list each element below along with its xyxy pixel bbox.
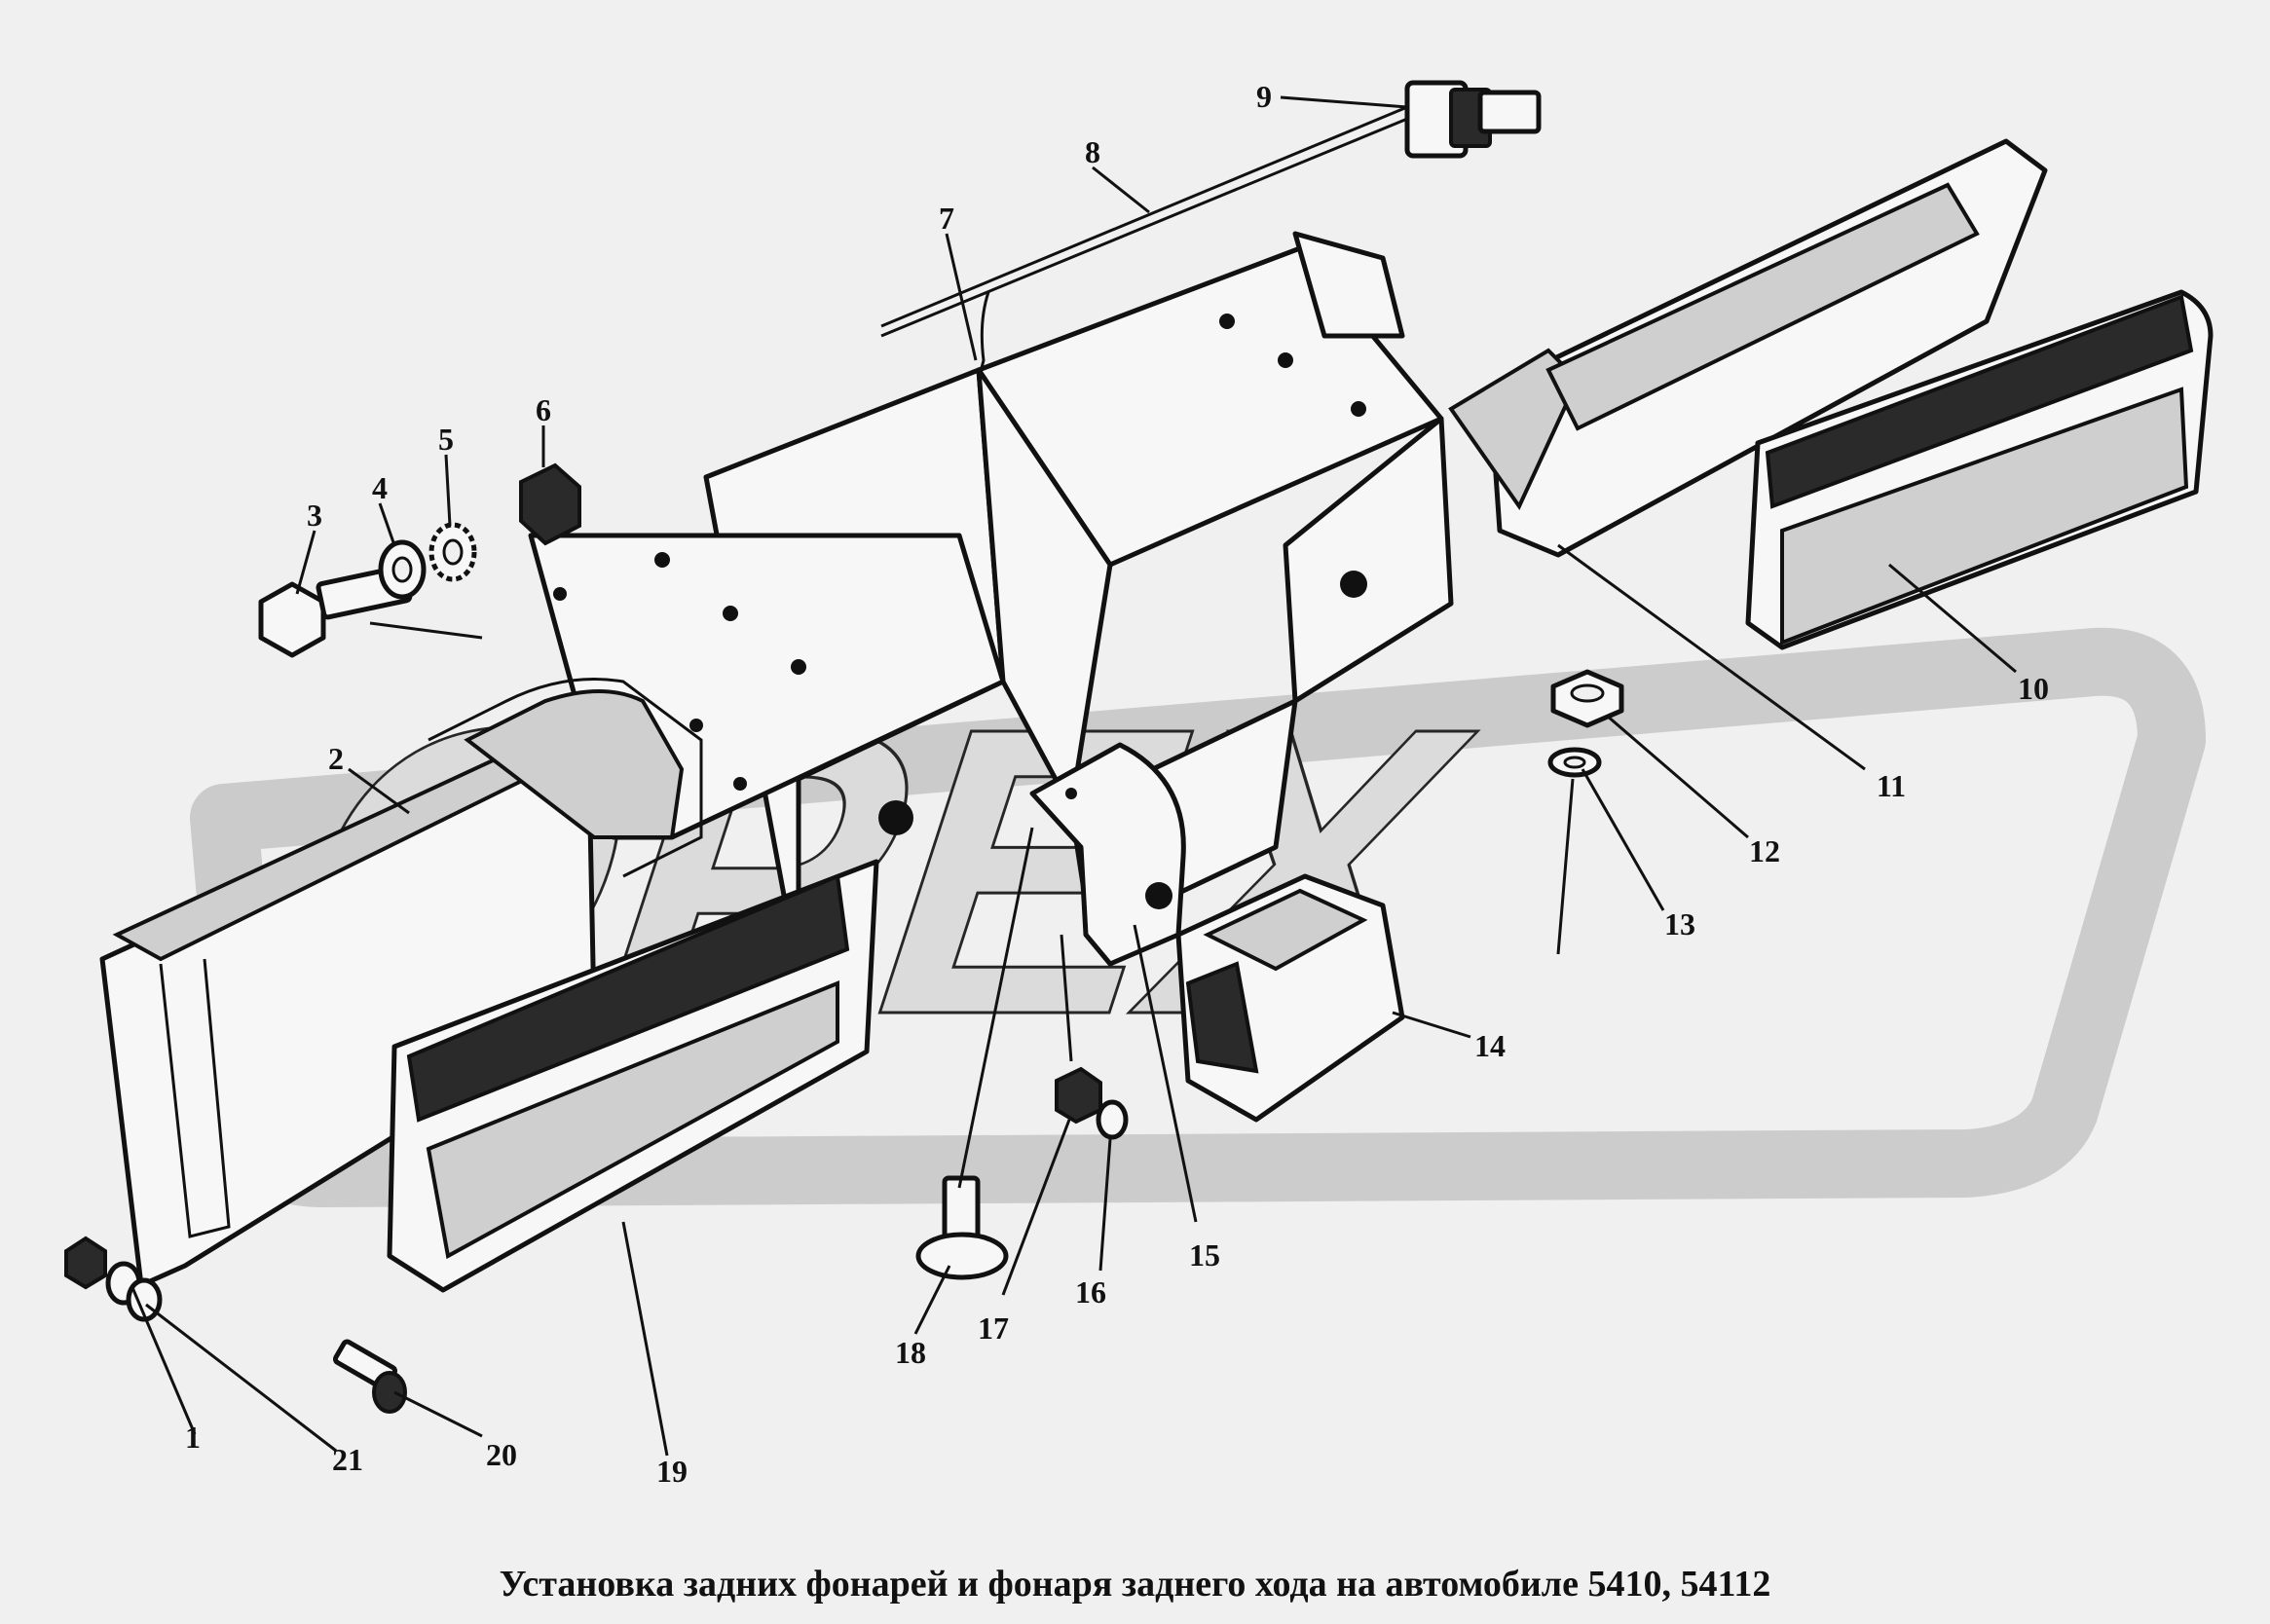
callout-15: 15 <box>1189 1237 1220 1273</box>
callout-6: 6 <box>536 392 551 427</box>
callout-12: 12 <box>1749 833 1780 868</box>
callout-5: 5 <box>438 422 454 457</box>
callout-16: 16 <box>1075 1274 1106 1310</box>
nut-1 <box>64 1236 107 1290</box>
right-lamp-lens <box>1745 289 2214 650</box>
callout-11: 11 <box>1877 768 1906 803</box>
connector-plug <box>1404 80 1542 159</box>
reverse-lamp <box>1175 873 1405 1123</box>
washer-13 <box>1547 747 1602 778</box>
left-lamp-lens <box>387 859 879 1293</box>
callout-10: 10 <box>2018 671 2049 706</box>
callout-19: 19 <box>656 1454 688 1489</box>
bolt-18 <box>915 1175 1009 1280</box>
callout-7: 7 <box>939 201 954 236</box>
washer-16 <box>1096 1099 1129 1140</box>
nut-6 <box>519 462 581 546</box>
lock-washer-5 <box>428 522 477 582</box>
callout-14: 14 <box>1474 1028 1506 1063</box>
callout-20: 20 <box>486 1437 517 1472</box>
callout-13: 13 <box>1664 906 1695 941</box>
callout-8: 8 <box>1085 134 1100 169</box>
washer-4 <box>378 539 427 600</box>
callout-numbers: 1 2 3 4 5 6 7 8 9 10 11 12 13 14 15 16 1… <box>185 79 2049 1489</box>
left-lamp-housing <box>99 678 703 1288</box>
callout-3: 3 <box>307 498 322 533</box>
callout-21: 21 <box>332 1442 363 1477</box>
lamp-bracket <box>1029 742 1186 967</box>
callout-1: 1 <box>185 1420 201 1455</box>
nut-17 <box>1055 1066 1102 1125</box>
diagram-caption: Установка задних фонарей и фонаря заднег… <box>499 1564 1771 1605</box>
callout-9: 9 <box>1256 79 1272 114</box>
nut-12 <box>1550 669 1624 728</box>
callout-4: 4 <box>372 470 388 505</box>
callout-2: 2 <box>328 741 344 776</box>
leader-lines <box>130 95 2017 1457</box>
callout-17: 17 <box>978 1310 1009 1346</box>
callout-18: 18 <box>895 1335 926 1370</box>
right-lamp-housing <box>1292 138 2048 558</box>
bolt-20 <box>332 1339 407 1414</box>
